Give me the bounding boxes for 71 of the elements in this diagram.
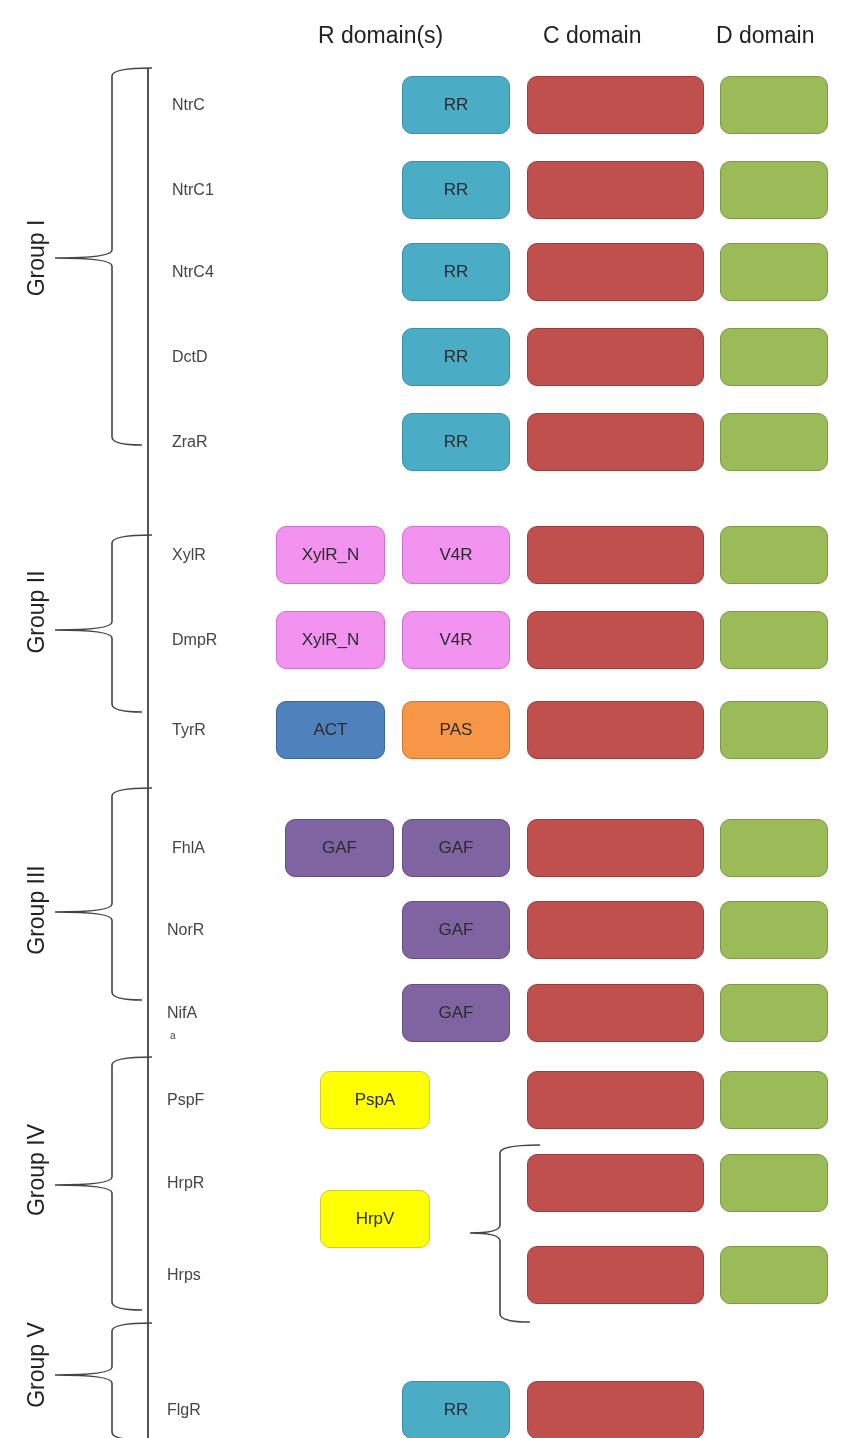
column-header: C domain — [543, 22, 642, 49]
footnote-mark: a — [170, 1030, 176, 1041]
domain-box — [720, 526, 828, 584]
protein-name: NtrC1 — [172, 181, 214, 199]
domain-box — [720, 413, 828, 471]
domain-box — [527, 328, 704, 386]
domain-box — [720, 984, 828, 1042]
domain-box — [527, 701, 704, 759]
domain-box: V4R — [402, 611, 510, 669]
domain-box — [527, 1154, 704, 1212]
domain-box: GAF — [402, 984, 510, 1042]
domain-box: XylR_N — [276, 611, 385, 669]
domain-box — [720, 76, 828, 134]
domain-box — [527, 243, 704, 301]
column-header: R domain(s) — [318, 22, 444, 49]
domain-box: HrpV — [320, 1190, 430, 1248]
protein-name: NtrC — [172, 96, 205, 114]
protein-name: ZraR — [172, 433, 208, 451]
domain-box: PAS — [402, 701, 510, 759]
domain-box — [527, 819, 704, 877]
domain-box: RR — [402, 243, 510, 301]
domain-box — [527, 611, 704, 669]
domain-box — [527, 76, 704, 134]
domain-box — [720, 701, 828, 759]
column-header: D domain — [716, 22, 815, 49]
domain-box: XylR_N — [276, 526, 385, 584]
domain-box — [720, 819, 828, 877]
domain-box — [527, 984, 704, 1042]
domain-box — [527, 1071, 704, 1129]
group-label: Group I — [22, 219, 50, 297]
protein-name: NifA — [167, 1004, 198, 1022]
domain-box: RR — [402, 1381, 510, 1438]
protein-name: NtrC4 — [172, 263, 214, 281]
group-label: Group V — [22, 1322, 50, 1408]
domain-box — [720, 328, 828, 386]
domain-box — [720, 161, 828, 219]
protein-name: FlgR — [167, 1401, 201, 1419]
protein-name: XylR — [172, 546, 206, 564]
domain-box: GAF — [402, 901, 510, 959]
protein-name: DmpR — [172, 631, 218, 649]
domain-box — [720, 243, 828, 301]
domain-box — [527, 1381, 704, 1438]
domain-box: GAF — [402, 819, 510, 877]
protein-name: HrpR — [167, 1174, 205, 1192]
domain-box: RR — [402, 76, 510, 134]
domain-box: GAF — [285, 819, 394, 877]
domain-box: RR — [402, 328, 510, 386]
domain-box — [527, 161, 704, 219]
domain-box: PspA — [320, 1071, 430, 1129]
domain-box — [720, 611, 828, 669]
domain-box: ACT — [276, 701, 385, 759]
group-label: Group IV — [22, 1124, 50, 1216]
protein-name: NorR — [167, 921, 205, 939]
group-label: Group III — [22, 865, 50, 955]
domain-box — [720, 1246, 828, 1304]
group-label: Group II — [22, 570, 50, 654]
domain-box — [527, 413, 704, 471]
domain-box — [527, 1246, 704, 1304]
domain-box: RR — [402, 413, 510, 471]
domain-box: RR — [402, 161, 510, 219]
domain-box — [720, 1071, 828, 1129]
protein-name: Hrps — [167, 1266, 201, 1284]
protein-name: DctD — [172, 348, 208, 366]
protein-name: PspF — [167, 1091, 205, 1109]
domain-box — [720, 901, 828, 959]
protein-name: FhlA — [172, 839, 205, 857]
domain-box — [720, 1154, 828, 1212]
protein-name: TyrR — [172, 721, 206, 739]
domain-box: V4R — [402, 526, 510, 584]
domain-box — [527, 526, 704, 584]
domain-box — [527, 901, 704, 959]
